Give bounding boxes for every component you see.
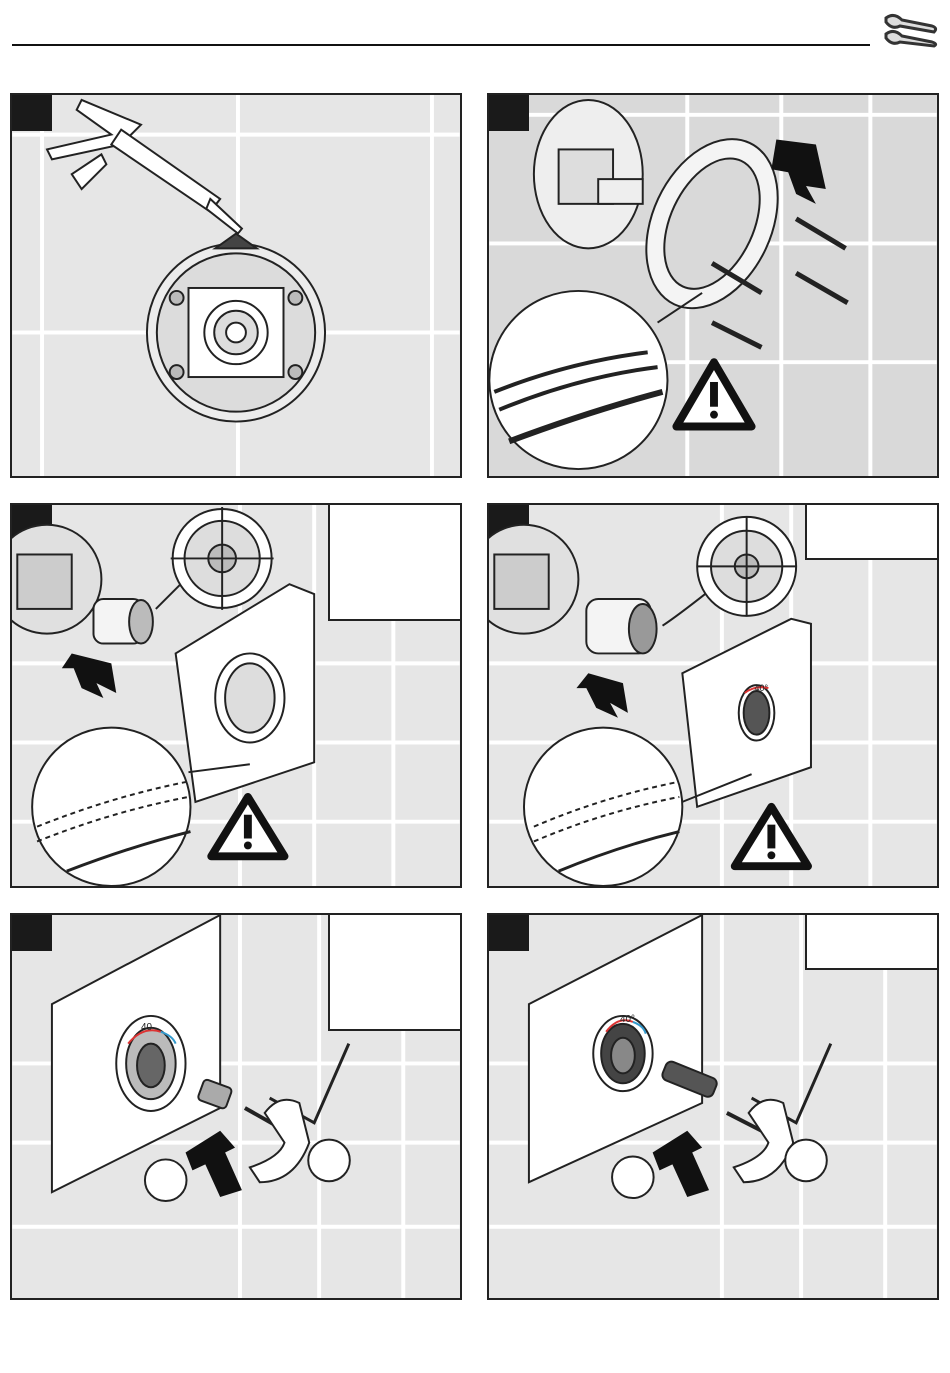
warning-icon xyxy=(676,362,751,426)
callout-circle-a xyxy=(145,1159,187,1201)
magnifier-detail-icon xyxy=(489,291,702,469)
header-rule xyxy=(12,44,870,46)
step-2-panel xyxy=(487,93,939,478)
push-arrow-icon xyxy=(653,1131,709,1197)
handle-install-assembly: 40° xyxy=(489,915,937,1298)
temperature-dial-label: 40° xyxy=(620,1014,635,1025)
step-4-panel: 40° xyxy=(487,503,939,888)
step-5-panel: 40 xyxy=(10,913,462,1300)
push-arrow-icon xyxy=(62,653,116,698)
push-arrow-icon xyxy=(576,673,627,718)
trim-ring-assembly xyxy=(489,95,937,476)
handle-install-assembly: 40 xyxy=(12,915,460,1298)
step-3-panel xyxy=(10,503,462,888)
callout-circle-b xyxy=(785,1140,827,1182)
temperature-dial-label: 40 xyxy=(141,1022,152,1033)
cover-plate-assembly xyxy=(12,505,460,886)
cover-plate-assembly: 40° xyxy=(489,505,937,886)
push-arrow-icon xyxy=(186,1131,242,1197)
callout-circle-a xyxy=(612,1156,654,1198)
warning-icon xyxy=(211,797,284,856)
warning-icon xyxy=(735,807,808,866)
callout-circle-b xyxy=(308,1140,350,1182)
temperature-dial-label: 40° xyxy=(755,683,769,693)
push-arrow-icon xyxy=(771,140,825,204)
caulk-gun-icon xyxy=(12,95,460,476)
step-6-panel: 40° xyxy=(487,913,939,1300)
wrench-icon xyxy=(880,8,940,48)
step-1-panel xyxy=(10,93,462,478)
